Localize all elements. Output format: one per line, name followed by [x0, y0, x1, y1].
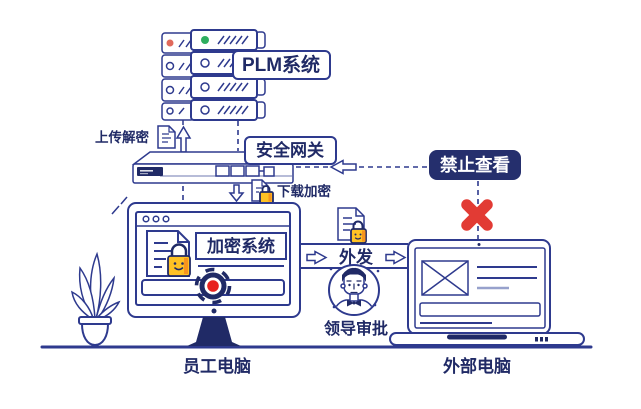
- arrow-left-icon: [329, 159, 357, 175]
- employee-monitor-icon: 加密系统: [127, 202, 301, 346]
- encryption-system-text: 加密系统: [206, 236, 275, 256]
- outgoing-text: 外发: [339, 247, 374, 267]
- employee-computer-caption: 员工电脑: [183, 356, 251, 376]
- window-dot: [162, 215, 170, 223]
- external-laptop-icon: [389, 239, 585, 346]
- sparkle-decoration: [111, 196, 128, 215]
- plm-system-label: PLM系统: [232, 50, 331, 80]
- arrow-up-icon: [175, 125, 192, 153]
- laptop-hinge: [447, 334, 507, 340]
- server-back-column: [161, 32, 195, 121]
- download-encrypt-flow: 下载加密: [228, 179, 331, 204]
- forbid-view-badge: 禁止查看: [429, 150, 521, 180]
- security-gateway-label: 安全网关: [244, 136, 337, 165]
- laptop-input-bar: [419, 302, 541, 317]
- monitor-stand: [187, 317, 241, 346]
- plant-icon: [71, 251, 121, 347]
- outgoing-flow: 外发: [300, 207, 408, 269]
- security-gateway-text: 安全网关: [256, 140, 324, 160]
- window-dot: [152, 215, 160, 223]
- arrow-right-icon: [306, 250, 328, 265]
- document-icon: [157, 125, 176, 149]
- avatar-dots-decoration: [329, 267, 380, 309]
- arrow-down-icon: [228, 184, 245, 203]
- laptop-camera-dot: [477, 243, 481, 246]
- laptop-screen-content: [419, 260, 541, 324]
- window-dot: [142, 215, 150, 223]
- server-hatching: [217, 35, 249, 115]
- download-encrypt-text: 下载加密: [277, 183, 331, 199]
- browser-window: 加密系统: [135, 211, 291, 306]
- leader-approval-text: 领导审批: [324, 319, 388, 338]
- external-computer-caption: 外部电脑: [443, 356, 511, 376]
- forbid-view-text: 禁止查看: [440, 155, 510, 175]
- document-lock-icon: [251, 179, 274, 204]
- leader-approval: 领导审批: [324, 264, 388, 338]
- arrow-right-icon: [385, 250, 407, 265]
- laptop-base: [389, 332, 585, 346]
- upload-decrypt-flow: 上传解密: [95, 125, 192, 153]
- monitor-power-dot: [211, 308, 217, 314]
- outgoing-document-lock-icon: [337, 207, 367, 244]
- blocked-cross-icon: [461, 199, 493, 231]
- encryption-system-box: [195, 232, 287, 260]
- server-green-led: [201, 36, 209, 44]
- server-red-led: [166, 39, 174, 47]
- encrypted-document-icon: [146, 230, 191, 277]
- plm-system-text: PLM系统: [242, 53, 320, 76]
- camera-lens-icon: [194, 267, 232, 305]
- gateway-ports: [215, 165, 275, 177]
- upload-decrypt-text: 上传解密: [95, 129, 149, 145]
